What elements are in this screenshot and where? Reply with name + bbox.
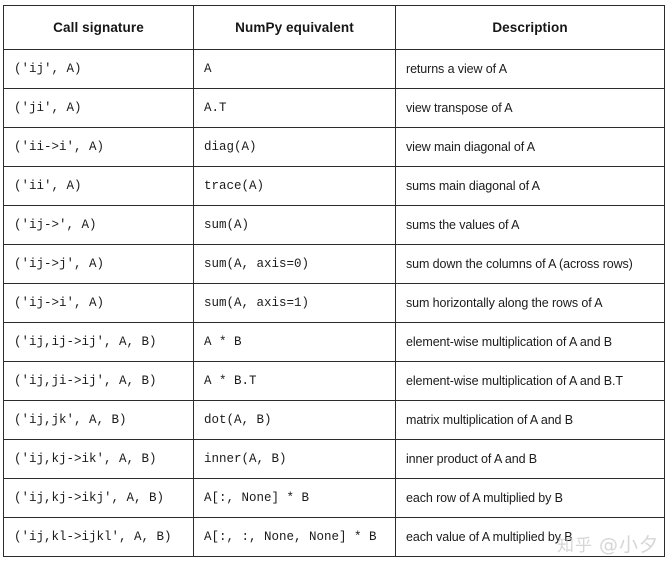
- table-row: ('ij,ji->ij', A, B) A * B.T element-wise…: [3, 361, 665, 401]
- cell-call-signature: ('ij,kj->ikj', A, B): [3, 478, 194, 518]
- cell-numpy-equivalent: diag(A): [193, 127, 396, 167]
- cell-numpy-equivalent: sum(A, axis=1): [193, 283, 396, 323]
- cell-description: sums main diagonal of A: [395, 166, 665, 206]
- column-header-numpy-equivalent: NumPy equivalent: [193, 5, 396, 50]
- cell-description: view main diagonal of A: [395, 127, 665, 167]
- cell-description: each row of A multiplied by B: [395, 478, 665, 518]
- cell-description: sums the values of A: [395, 205, 665, 245]
- cell-numpy-equivalent: trace(A): [193, 166, 396, 206]
- table-row: ('ii->i', A) diag(A) view main diagonal …: [3, 127, 665, 167]
- table-header: Call signature NumPy equivalent Descript…: [3, 5, 665, 50]
- cell-numpy-equivalent: A * B: [193, 322, 396, 362]
- column-header-call-signature: Call signature: [3, 5, 194, 50]
- cell-call-signature: ('ij->i', A): [3, 283, 194, 323]
- cell-call-signature: ('ij', A): [3, 49, 194, 89]
- table-row: ('ji', A) A.T view transpose of A: [3, 88, 665, 128]
- cell-numpy-equivalent: inner(A, B): [193, 439, 396, 479]
- column-header-description: Description: [395, 5, 665, 50]
- cell-call-signature: ('ii->i', A): [3, 127, 194, 167]
- table-header-row: Call signature NumPy equivalent Descript…: [3, 5, 665, 50]
- table-row: ('ij->i', A) sum(A, axis=1) sum horizont…: [3, 283, 665, 323]
- table-row: ('ij', A) A returns a view of A: [3, 49, 665, 89]
- cell-description: element-wise multiplication of A and B: [395, 322, 665, 362]
- cell-description: sum horizontally along the rows of A: [395, 283, 665, 323]
- cell-description: returns a view of A: [395, 49, 665, 89]
- table-row: ('ij->j', A) sum(A, axis=0) sum down the…: [3, 244, 665, 284]
- cell-description: view transpose of A: [395, 88, 665, 128]
- cell-call-signature: ('ij->j', A): [3, 244, 194, 284]
- table-row: ('ij,kl->ijkl', A, B) A[:, :, None, None…: [3, 517, 665, 557]
- table-row: ('ij->', A) sum(A) sums the values of A: [3, 205, 665, 245]
- cell-numpy-equivalent: sum(A): [193, 205, 396, 245]
- table-row: ('ij,ij->ij', A, B) A * B element-wise m…: [3, 322, 665, 362]
- cell-description: element-wise multiplication of A and B.T: [395, 361, 665, 401]
- cell-numpy-equivalent: sum(A, axis=0): [193, 244, 396, 284]
- cell-description: each value of A multiplied by B: [395, 517, 665, 557]
- cell-numpy-equivalent: dot(A, B): [193, 400, 396, 440]
- cell-numpy-equivalent: A[:, None] * B: [193, 478, 396, 518]
- cell-call-signature: ('ij,ij->ij', A, B): [3, 322, 194, 362]
- table-row: ('ij,kj->ik', A, B) inner(A, B) inner pr…: [3, 439, 665, 479]
- cell-call-signature: ('ij,jk', A, B): [3, 400, 194, 440]
- table-row: ('ii', A) trace(A) sums main diagonal of…: [3, 166, 665, 206]
- cell-description: sum down the columns of A (across rows): [395, 244, 665, 284]
- cell-call-signature: ('ii', A): [3, 166, 194, 206]
- einsum-call-signature-table: Call signature NumPy equivalent Descript…: [3, 5, 665, 557]
- cell-numpy-equivalent: A[:, :, None, None] * B: [193, 517, 396, 557]
- cell-call-signature: ('ji', A): [3, 88, 194, 128]
- cell-numpy-equivalent: A.T: [193, 88, 396, 128]
- cell-numpy-equivalent: A * B.T: [193, 361, 396, 401]
- table-row: ('ij,jk', A, B) dot(A, B) matrix multipl…: [3, 400, 665, 440]
- cell-call-signature: ('ij->', A): [3, 205, 194, 245]
- table-row: ('ij,kj->ikj', A, B) A[:, None] * B each…: [3, 478, 665, 518]
- cell-call-signature: ('ij,ji->ij', A, B): [3, 361, 194, 401]
- cell-call-signature: ('ij,kj->ik', A, B): [3, 439, 194, 479]
- cell-description: inner product of A and B: [395, 439, 665, 479]
- cell-description: matrix multiplication of A and B: [395, 400, 665, 440]
- table-body: ('ij', A) A returns a view of A ('ji', A…: [3, 49, 665, 557]
- cell-call-signature: ('ij,kl->ijkl', A, B): [3, 517, 194, 557]
- cell-numpy-equivalent: A: [193, 49, 396, 89]
